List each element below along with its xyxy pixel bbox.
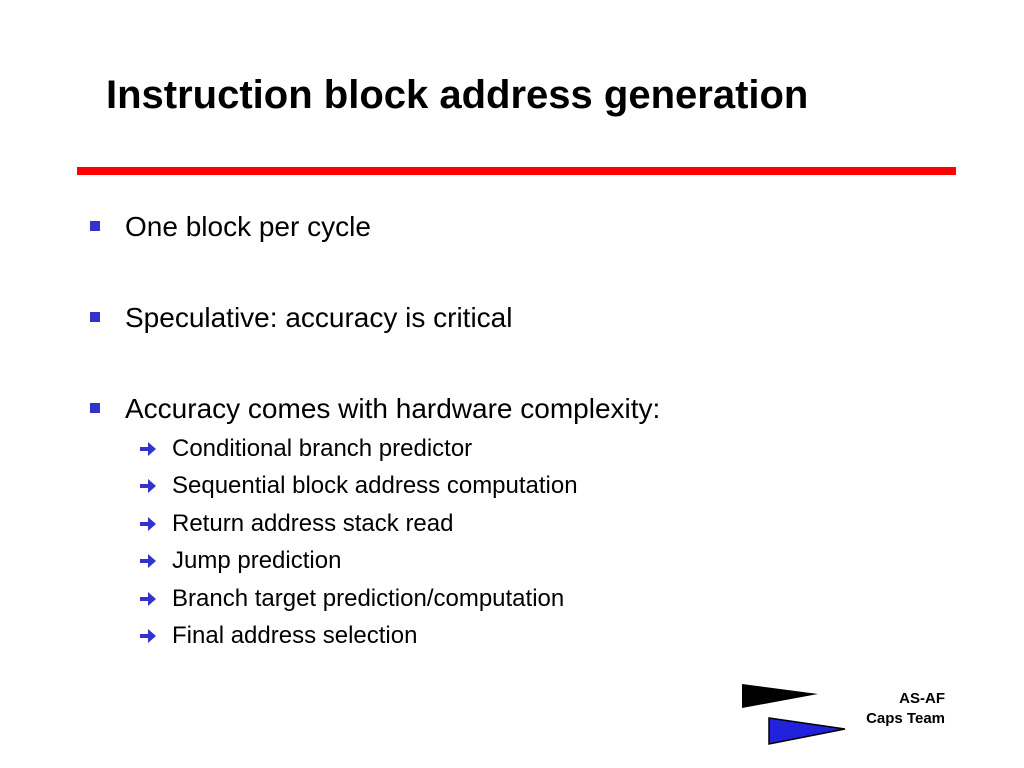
sub-bullet-text: Branch target prediction/computation: [172, 585, 565, 612]
slide-title: Instruction block address generation: [106, 73, 809, 117]
sub-bullet-text: Conditional branch predictor: [172, 435, 473, 462]
arrow-right-icon: [140, 442, 156, 456]
sub-bullet-text: Jump prediction: [172, 547, 342, 574]
square-bullet-icon: [90, 221, 100, 231]
arrow-right-icon: [140, 554, 156, 568]
sub-bullet-text: Final address selection: [172, 622, 418, 649]
sub-bullet-text: Sequential block address computation: [172, 472, 578, 499]
arrow-right-icon: [140, 629, 156, 643]
square-bullet-icon: [90, 403, 100, 413]
blue-pennant: [768, 717, 846, 745]
team-line-2: Caps Team: [866, 710, 945, 727]
bullet-text: Accuracy comes with hardware complexity:: [125, 393, 661, 424]
black-pennant: [742, 684, 818, 708]
title-divider: [77, 167, 956, 175]
bullet-text: Speculative: accuracy is critical: [125, 302, 513, 333]
bullet-text: One block per cycle: [125, 211, 371, 242]
team-line-1: AS-AF: [899, 690, 945, 707]
sub-bullet-text: Return address stack read: [172, 510, 454, 537]
pennant-flags-logo: [742, 684, 846, 745]
arrow-right-icon: [140, 479, 156, 493]
arrow-right-icon: [140, 517, 156, 531]
team-credit: AS-AF Caps Team: [866, 689, 945, 729]
square-bullet-icon: [90, 312, 100, 322]
arrow-right-icon: [140, 592, 156, 606]
